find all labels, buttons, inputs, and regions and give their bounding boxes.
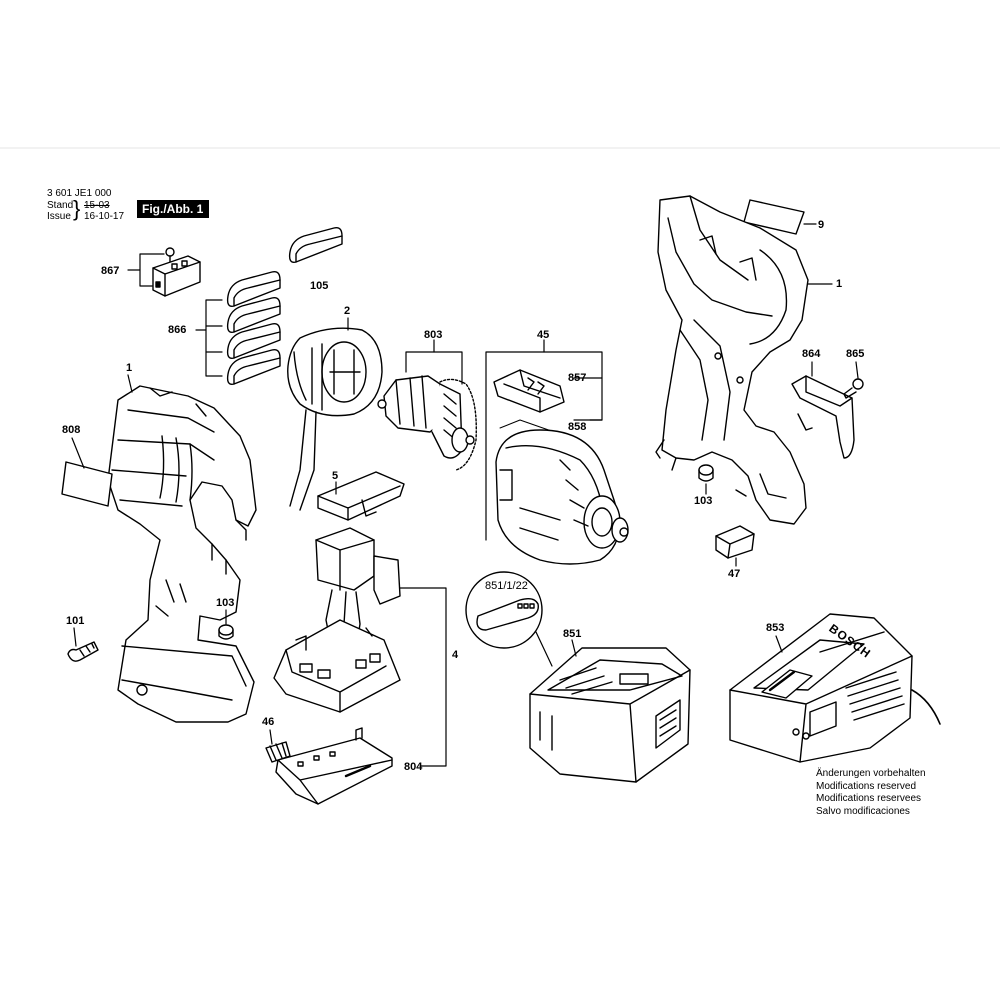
part-103-bushing-right <box>698 464 714 482</box>
callout-866: 866 <box>168 324 187 336</box>
callout-808: 808 <box>62 424 81 436</box>
callout-864: 864 <box>802 348 821 360</box>
callout-2: 2 <box>344 305 351 317</box>
part-5-switch <box>317 471 405 521</box>
part-101-screw <box>67 641 99 662</box>
callout-9: 9 <box>818 219 825 231</box>
callout-5: 5 <box>332 470 339 482</box>
callout-103-right: 103 <box>694 495 713 507</box>
note-fr: Modifications reservees <box>816 793 922 804</box>
part-853-charger <box>729 613 941 763</box>
part-47-pad <box>715 525 755 559</box>
callout-857: 857 <box>568 372 587 384</box>
part-105-clip <box>288 226 343 263</box>
callout-865: 865 <box>846 348 865 360</box>
callout-4: 4 <box>452 649 459 661</box>
callout-105: 105 <box>310 280 329 292</box>
callout-103-left: 103 <box>216 597 235 609</box>
issue-date: 16-10-17 <box>84 211 125 222</box>
part-867-switch-block <box>152 247 201 297</box>
callout-46: 46 <box>262 716 275 728</box>
part-851-1-22-bubble <box>465 571 553 667</box>
callout-101: 101 <box>66 615 85 627</box>
part-864-clip <box>791 375 855 459</box>
part-857-slider <box>493 369 565 413</box>
part-103-bushing-left <box>218 624 234 640</box>
part-number: 3 601 JE1 000 <box>47 188 112 199</box>
part-4-switch-assembly <box>273 527 401 713</box>
part-803-armature <box>377 375 477 471</box>
part-866-clips <box>226 270 281 385</box>
part-851-battery <box>529 647 691 783</box>
note-de: Änderungen vorbehalten <box>816 768 926 779</box>
callout-803: 803 <box>424 329 443 341</box>
figure-label: Fig./Abb. 1 <box>137 200 210 218</box>
callout-45: 45 <box>537 329 550 341</box>
part-804-plate <box>275 727 393 805</box>
callout-851-1-22: 851/1/22 <box>485 580 528 592</box>
callout-867: 867 <box>101 265 120 277</box>
callout-47: 47 <box>728 568 741 580</box>
callout-853: 853 <box>766 622 785 634</box>
note-es: Salvo modificaciones <box>816 805 910 817</box>
part-1-left-housing <box>107 385 257 723</box>
part-808-label <box>61 461 113 507</box>
callout-858: 858 <box>568 421 587 433</box>
part-2-stator <box>287 327 383 511</box>
part-46-spring <box>265 741 291 763</box>
part-865-screw <box>843 378 864 399</box>
stand-label: Stand <box>47 200 74 211</box>
modification-notes: Änderungen vorbehalten Modifications res… <box>816 768 926 818</box>
header-brace: } <box>73 196 81 221</box>
issue-label: Issue <box>47 211 71 222</box>
note-en: Modifications reserved <box>816 780 917 792</box>
callout-851: 851 <box>563 628 582 640</box>
stand-date: 15-03 <box>84 200 110 211</box>
part-1-right-housing <box>655 195 809 525</box>
part-858-gearbox <box>495 419 629 565</box>
callout-804: 804 <box>404 761 423 773</box>
callout-1-left: 1 <box>126 362 133 374</box>
callout-1-right: 1 <box>836 278 843 290</box>
part-9-label <box>743 199 805 235</box>
